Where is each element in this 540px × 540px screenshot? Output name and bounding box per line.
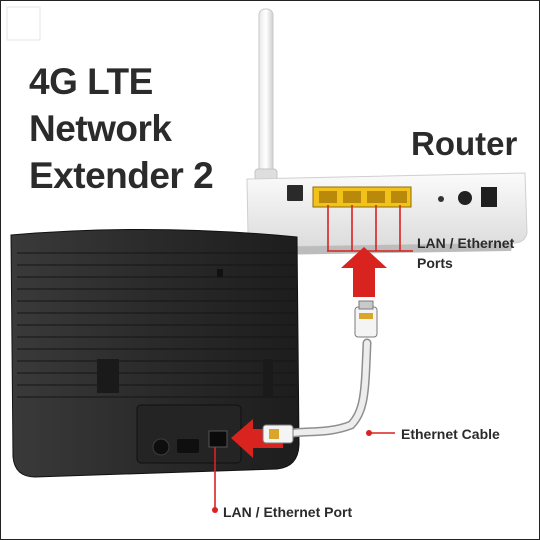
router-device (246, 8, 528, 255)
extender-power-jack (152, 438, 170, 456)
red-arrow-up-icon (341, 247, 387, 297)
callout-router-lan-ports: LAN / Ethernet Ports (417, 233, 514, 273)
extender-lan-port (208, 430, 228, 448)
network-extender-device (10, 228, 300, 478)
ethernet-plug-icon (354, 300, 378, 338)
extender-button (177, 439, 199, 453)
callout-ethernet-cable: Ethernet Cable (401, 426, 500, 442)
extender-mount-slot (217, 269, 223, 277)
extender-port-pointer-dot (212, 507, 218, 513)
ethernet-cable (262, 300, 378, 444)
router-reset-hole (438, 196, 444, 202)
ethernet-plug-extender-end (262, 424, 294, 444)
router-power-button (458, 191, 472, 205)
router-title: Router (411, 125, 518, 162)
router-lan-port-1 (319, 191, 337, 203)
router-lan-port-2 (343, 191, 361, 203)
router-antenna-icon (258, 8, 274, 178)
router-lan-port-3 (367, 191, 385, 203)
router-lan-ports (312, 186, 412, 208)
extender-vent-right (263, 359, 273, 397)
router-phone-port (287, 185, 303, 201)
router-power-jack (481, 187, 497, 207)
extender-vent-left (97, 359, 119, 393)
extender-ribbing (17, 252, 295, 398)
corner-box (6, 6, 41, 41)
title-line-2: Network (29, 108, 172, 149)
callout-router-lan-ports-line2: Ports (417, 255, 453, 271)
router-bottom-shadow (263, 243, 513, 255)
router-lan-port-4 (391, 191, 407, 203)
title-line-3: Extender 2 (29, 155, 214, 196)
title-line-1: 4G LTE (29, 61, 153, 102)
callout-router-lan-ports-line1: LAN / Ethernet (417, 235, 515, 251)
callout-extender-lan-port: LAN / Ethernet Port (223, 504, 353, 520)
red-arrow-left-icon (231, 419, 283, 458)
cable-pointer-dot (366, 430, 372, 436)
